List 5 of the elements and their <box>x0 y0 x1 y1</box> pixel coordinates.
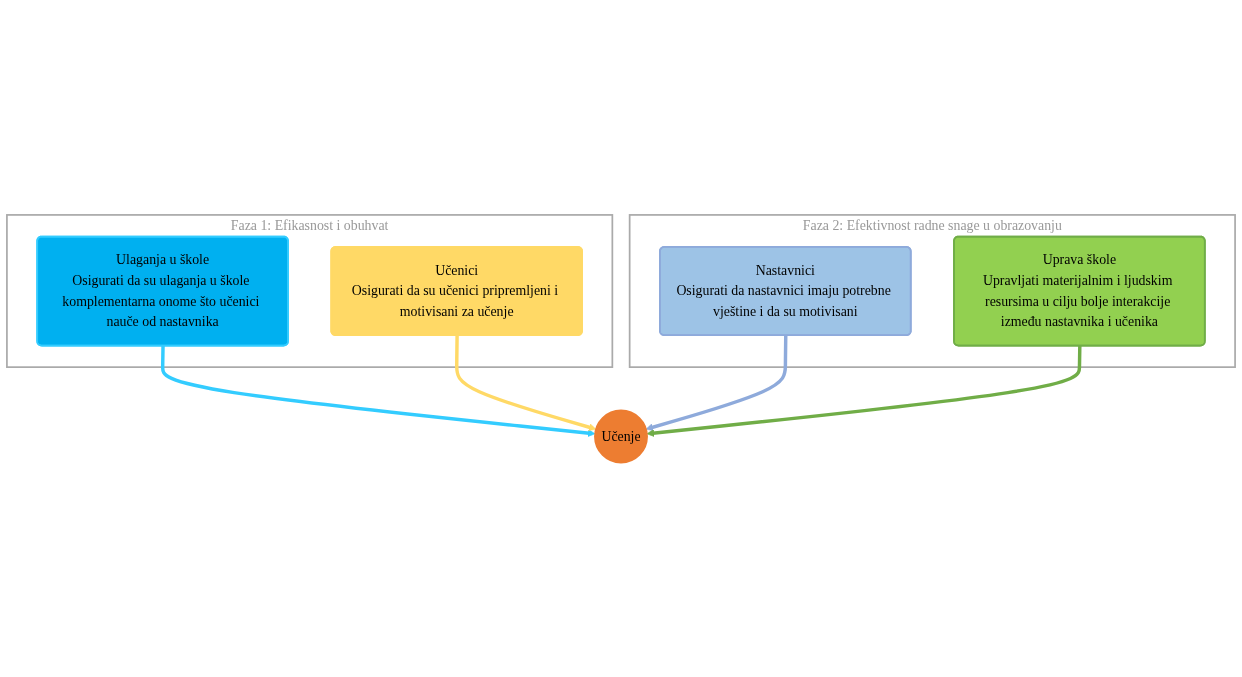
node-circle: Učenje <box>594 409 648 464</box>
arrow <box>646 345 1082 437</box>
arrow <box>160 345 596 437</box>
arrow <box>455 335 597 431</box>
arrow <box>645 335 788 431</box>
